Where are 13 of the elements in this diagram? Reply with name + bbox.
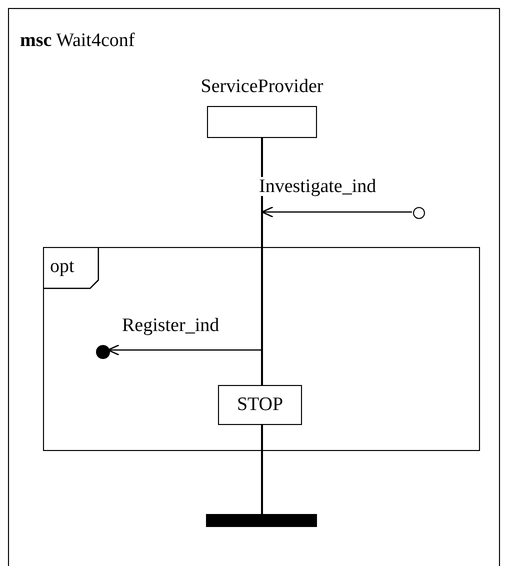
message-label: Register_ind <box>121 316 220 335</box>
chart-title: msc Wait4conf <box>20 31 135 50</box>
lost-message-dot <box>96 345 110 359</box>
message-label: Investigate_ind <box>258 177 378 196</box>
message-arrow <box>261 206 412 218</box>
instance-name: ServiceProvider <box>200 77 324 96</box>
message-arrow <box>107 344 261 356</box>
stop-box: STOP <box>218 385 302 425</box>
msc-frame <box>8 8 500 566</box>
operator-tab: opt <box>43 247 99 289</box>
option-frame <box>43 247 480 451</box>
instance-end-bar <box>206 514 317 527</box>
found-message-circle <box>413 207 425 219</box>
